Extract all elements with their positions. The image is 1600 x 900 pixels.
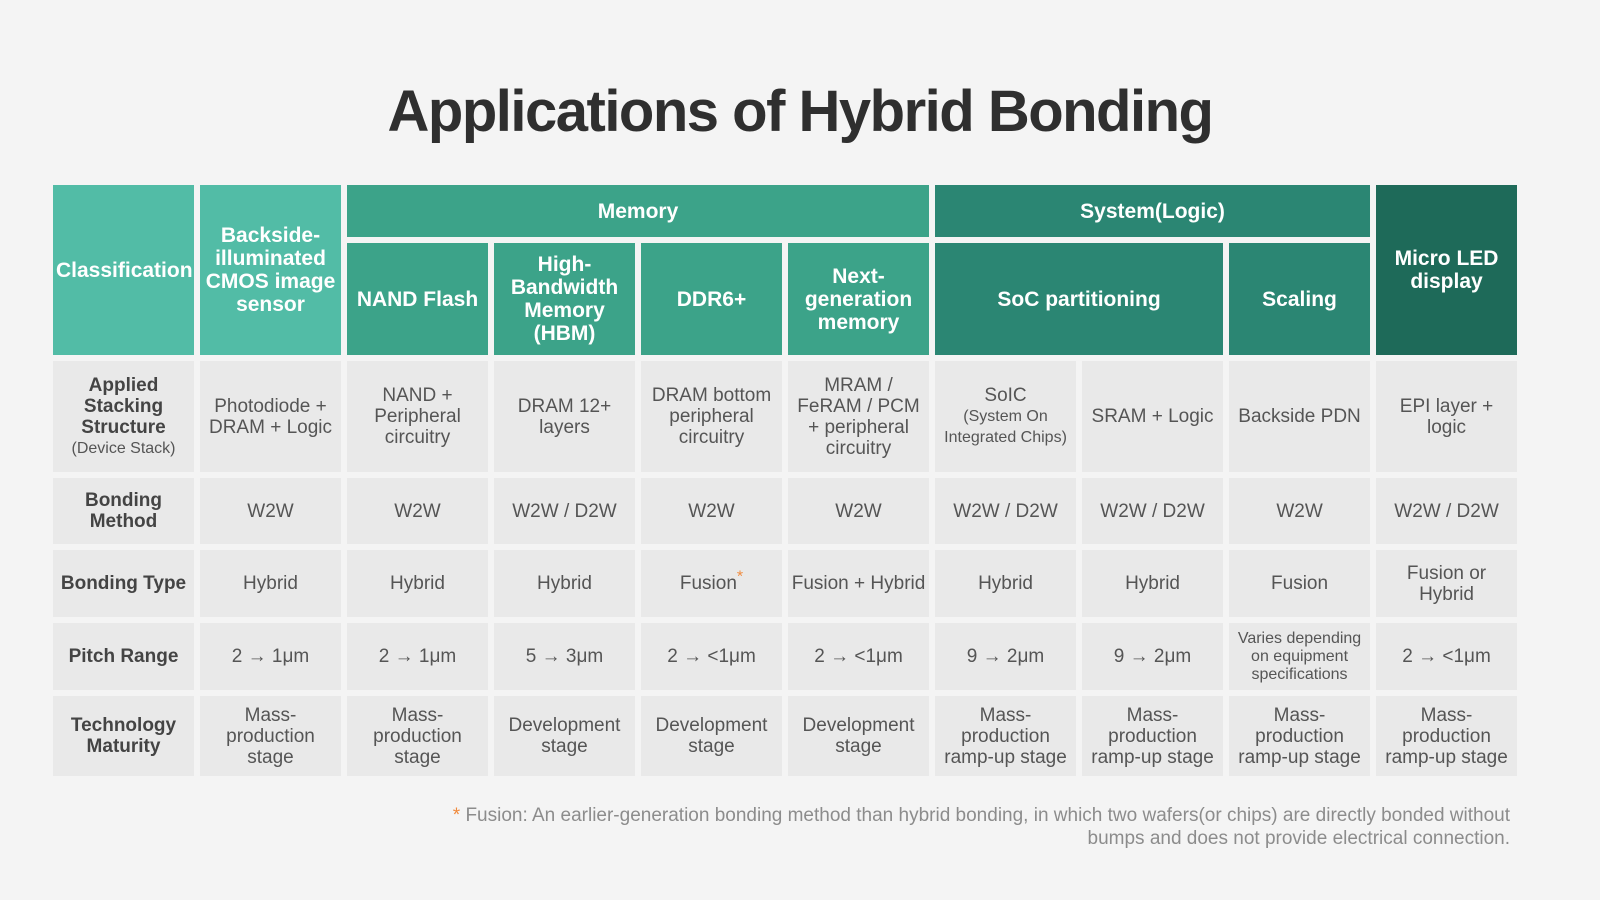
header-ddr6: DDR6+ (641, 243, 782, 355)
table-row: Applied Stacking Structure (Device Stack… (53, 361, 1518, 472)
table-cell: MRAM / FeRAM / PCM + peripheral circuitr… (788, 361, 930, 472)
table-cell: Mass-production ramp-up stage (1229, 696, 1371, 776)
table-row: Bonding Method W2W W2W W2W / D2W W2W W2W… (53, 478, 1518, 544)
table-cell: Varies depending on equipment specificat… (1229, 623, 1371, 690)
header-bsi-cmos: Backside-illuminated CMOS image sensor (200, 185, 341, 355)
table-cell: W2W / D2W (494, 478, 635, 544)
table-row: Pitch Range 2 → 1μm 2 → 1μm 5 → 3μm 2 → … (53, 623, 1518, 690)
header-nand-flash: NAND Flash (347, 243, 488, 355)
table-cell: W2W / D2W (1082, 478, 1224, 544)
table-cell: DRAM bottom peripheral circuitry (641, 361, 782, 472)
table-cell: 9 → 2μm (1082, 623, 1224, 690)
table-cell: Fusion + Hybrid (788, 550, 930, 617)
header-micro-led: Micro LED display (1376, 185, 1518, 355)
table-cell: Hybrid (347, 550, 488, 617)
header-scaling: Scaling (1229, 243, 1371, 355)
table-cell: Mass-production ramp-up stage (935, 696, 1077, 776)
table-cell: W2W / D2W (1376, 478, 1518, 544)
table-cell: 2 → <1μm (1376, 623, 1518, 690)
table-cell: Hybrid (1082, 550, 1224, 617)
soic-subtext: (System On Integrated Chips) (944, 408, 1067, 446)
table-cell: W2W (1229, 478, 1371, 544)
table-cell: Mass-production stage (347, 696, 488, 776)
header-next-gen-memory: Next-generation memory (788, 243, 930, 355)
fusion-label: Fusion (679, 573, 737, 594)
table-cell: Mass-production ramp-up stage (1082, 696, 1224, 776)
footnote-text: Fusion: An earlier-generation bonding me… (465, 805, 1510, 849)
table-cell: DRAM 12+ layers (494, 361, 635, 472)
header-soc-partitioning: SoC partitioning (935, 243, 1224, 355)
soic-label: SoIC (984, 385, 1027, 406)
table-cell-fusion-marked: Fusion* (641, 550, 782, 617)
table-cell: Hybrid (200, 550, 341, 617)
table-row: Technology Maturity Mass-production stag… (53, 696, 1518, 776)
table-cell: Mass-production ramp-up stage (1376, 696, 1518, 776)
table-cell: 9 → 2μm (935, 623, 1077, 690)
table-cell: 2 → 1μm (200, 623, 341, 690)
table-cell: 2 → <1μm (641, 623, 782, 690)
row-label-pitch-range: Pitch Range (53, 623, 194, 690)
table-cell: Hybrid (494, 550, 635, 617)
header-hbm: High-Bandwidth Memory (HBM) (494, 243, 635, 355)
header-memory: Memory (347, 185, 930, 237)
table-cell: Development stage (788, 696, 930, 776)
table-cell: NAND + Peripheral circuitry (347, 361, 488, 472)
table-cell: Photodiode + DRAM + Logic (200, 361, 341, 472)
table-cell: 2 → <1μm (788, 623, 930, 690)
table-cell: 2 → 1μm (347, 623, 488, 690)
row-label-text: Applied Stacking Structure (81, 374, 166, 438)
table-cell: Fusion or Hybrid (1376, 550, 1518, 617)
table-cell: W2W (347, 478, 488, 544)
table-cell: 5 → 3μm (494, 623, 635, 690)
table-cell: W2W / D2W (935, 478, 1077, 544)
row-label-bonding-type: Bonding Type (53, 550, 194, 617)
table-cell: W2W (641, 478, 782, 544)
table-cell: SRAM + Logic (1082, 361, 1224, 472)
table-cell: Hybrid (935, 550, 1077, 617)
header-system-logic: System(Logic) (935, 185, 1371, 237)
table-cell: W2W (200, 478, 341, 544)
table-cell: Backside PDN (1229, 361, 1371, 472)
table-row: Bonding Type Hybrid Hybrid Hybrid Fusion… (53, 550, 1518, 617)
footnote: * Fusion: An earlier-generation bonding … (410, 804, 1510, 850)
table-cell: Development stage (494, 696, 635, 776)
hybrid-bonding-table: Classification Backside-illuminated CMOS… (47, 179, 1523, 782)
table-cell: Mass-production stage (200, 696, 341, 776)
row-label-stacking: Applied Stacking Structure (Device Stack… (53, 361, 194, 472)
page-title: Applications of Hybrid Bonding (387, 79, 1214, 144)
footnote-asterisk: * (452, 805, 461, 826)
table-cell: Development stage (641, 696, 782, 776)
table-cell: W2W (788, 478, 930, 544)
row-label-subtext: (Device Stack) (71, 439, 176, 457)
table-cell: EPI layer + logic (1376, 361, 1518, 472)
footnote-asterisk-marker: * (736, 568, 744, 586)
table-cell-soic: SoIC (System On Integrated Chips) (935, 361, 1077, 472)
table-cell: Fusion (1229, 550, 1371, 617)
row-label-bonding-method: Bonding Method (53, 478, 194, 544)
header-classification: Classification (53, 185, 194, 355)
row-label-technology-maturity: Technology Maturity (53, 696, 194, 776)
